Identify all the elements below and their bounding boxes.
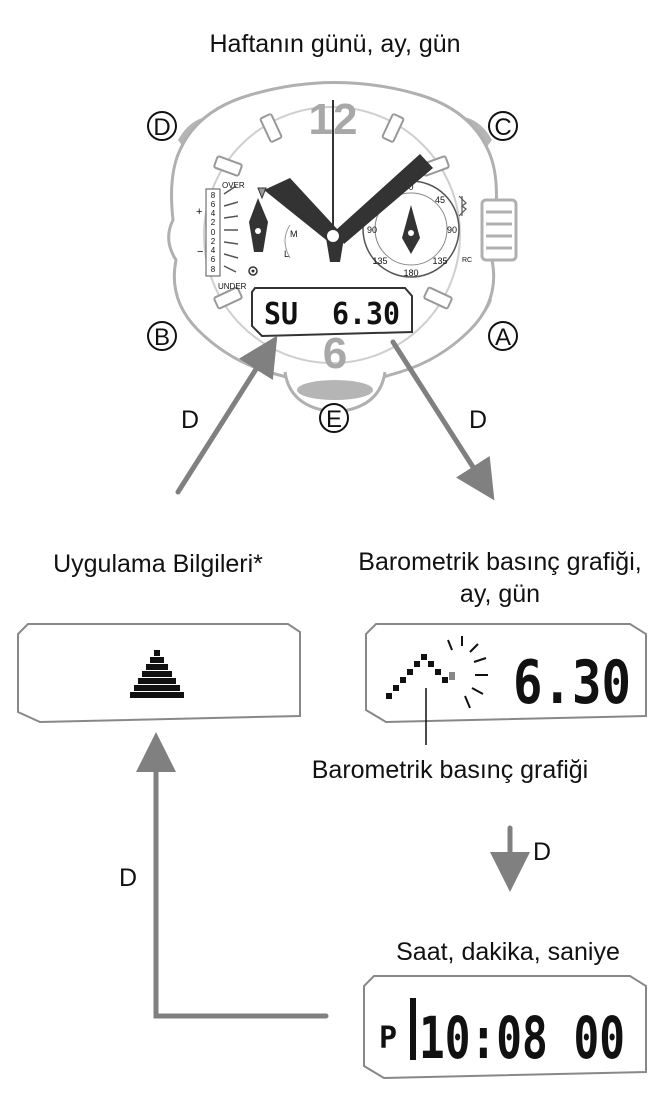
- arrow-label-right: D: [469, 406, 487, 434]
- scale-tick-6: 4: [211, 246, 216, 255]
- scale-tick-1: 6: [211, 200, 216, 209]
- crown: [480, 198, 518, 262]
- scale-under: UNDER: [218, 282, 247, 291]
- blink-rays: [447, 636, 488, 709]
- subdial-0: 0: [408, 182, 413, 192]
- scale-tick-7: 6: [211, 255, 216, 264]
- barometer-panel: 6.30: [365, 623, 647, 745]
- scale-tick-2: 4: [211, 209, 216, 218]
- bottom-button: [297, 380, 373, 400]
- subdial-135-left: 135: [372, 256, 387, 266]
- app-info-caption: Uygulama Bilgileri*: [53, 550, 263, 578]
- left-subdial: M L: [249, 187, 298, 259]
- barometer-caption-line2: ay, gün: [460, 580, 540, 608]
- scale-tick-8: 8: [211, 265, 216, 274]
- barometer-callout: Barometrik basınç grafiği: [312, 756, 589, 784]
- button-b-label: B: [154, 324, 170, 351]
- main-lcd: SU 6.30: [251, 287, 413, 338]
- scale-minus: −: [197, 246, 203, 258]
- arrow-label-down: D: [533, 838, 551, 866]
- scale-tick-5: 2: [211, 237, 216, 246]
- flow-arrows: [136, 335, 530, 1019]
- subdial-135: 135: [432, 256, 447, 266]
- scale-plus: +: [196, 206, 202, 218]
- arrow-label-up: D: [119, 864, 137, 892]
- subdial-rc: RC: [462, 257, 472, 264]
- mountain-icon: [130, 650, 184, 698]
- scale-tick-0: 8: [211, 191, 216, 200]
- barometer-caption-line1: Barometrik basınç grafiği,: [358, 548, 641, 576]
- numeral-6: 6: [323, 329, 347, 378]
- scale-over: OVER: [222, 181, 245, 190]
- title: Haftanın günü, ay, gün: [209, 30, 460, 58]
- subdial-45: 45: [435, 195, 445, 205]
- hour-hand: [264, 178, 338, 243]
- pressure-graph-icon: [386, 654, 455, 699]
- watch-hands: [264, 100, 433, 262]
- button-d-label: D: [153, 114, 170, 141]
- subdial-180: 180: [403, 268, 418, 278]
- time-caption: Saat, dakika, saniye: [396, 938, 620, 966]
- app-info-panel: [17, 623, 301, 724]
- watch: 12 6 OVER UNDER + − 8 6 4 2 0 2 4 6 8: [167, 81, 518, 414]
- altitude-scale: OVER UNDER + − 8 6 4 2 0 2 4 6 8: [196, 181, 258, 291]
- hour-markers: [213, 113, 453, 310]
- arrow-label-left: D: [181, 406, 199, 434]
- subdial-m: M: [290, 229, 298, 239]
- minute-hand: [336, 154, 433, 244]
- scale-tick-3: 2: [211, 218, 216, 227]
- subdial-90-left: 90: [367, 225, 377, 235]
- arrow-lcd-to-barometer: [390, 339, 495, 501]
- barometer-display: 6.30: [513, 648, 631, 718]
- time-bar: [410, 998, 416, 1060]
- bluetooth-icon: [458, 195, 467, 217]
- button-c-label: C: [494, 114, 511, 141]
- button-labels: D C B A E: [147, 111, 518, 433]
- button-a-label: A: [495, 324, 511, 351]
- time-pm-indicator: P: [379, 1021, 397, 1056]
- subdial-90: 90: [447, 225, 457, 235]
- arrow-up-to-lcd: [175, 335, 278, 495]
- main-lcd-text: SU 6.30: [264, 297, 400, 332]
- scale-tick-4: 0: [211, 228, 216, 237]
- time-display: 10:08 00: [419, 1004, 625, 1072]
- subdial-l: L: [284, 249, 289, 259]
- button-e-label: E: [326, 406, 342, 433]
- arrow-time-to-appinfo: [136, 732, 329, 1019]
- indicator-dot: [248, 266, 258, 276]
- time-panel: P 10:08 00: [363, 975, 647, 1080]
